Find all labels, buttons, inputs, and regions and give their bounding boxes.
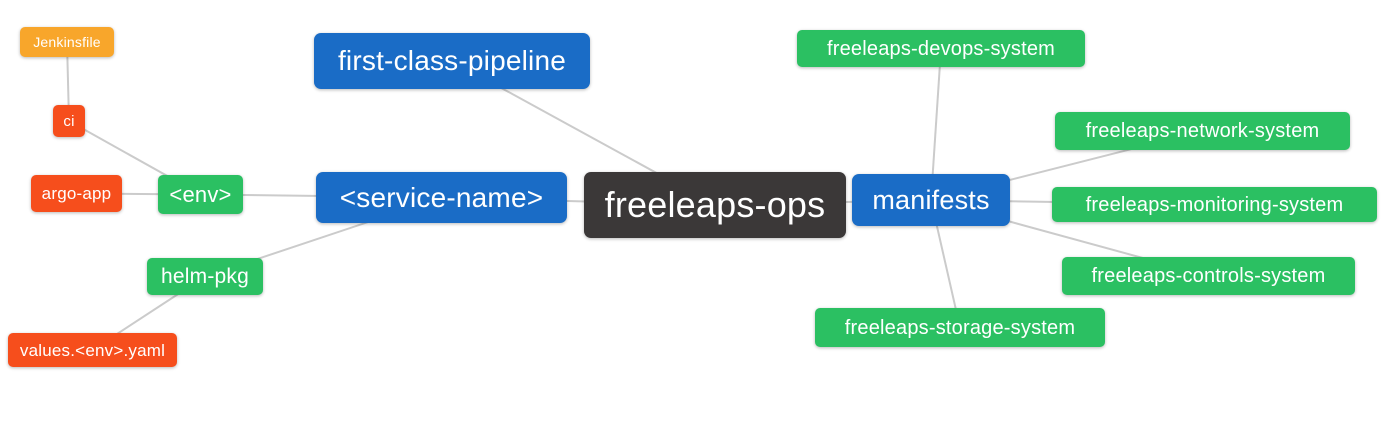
node-ci[interactable]: ci bbox=[53, 105, 85, 137]
node-jenkinsfile[interactable]: Jenkinsfile bbox=[20, 27, 114, 57]
node-freeleaps-network-system[interactable]: freeleaps-network-system bbox=[1055, 112, 1350, 150]
node-freeleaps-storage-system[interactable]: freeleaps-storage-system bbox=[815, 308, 1105, 347]
node-freeleaps-ops[interactable]: freeleaps-ops bbox=[584, 172, 846, 238]
node-env[interactable]: <env> bbox=[158, 175, 243, 214]
node-argo-app[interactable]: argo-app bbox=[31, 175, 122, 212]
node-freeleaps-monitoring-system[interactable]: freeleaps-monitoring-system bbox=[1052, 187, 1377, 222]
node-service-name[interactable]: <service-name> bbox=[316, 172, 567, 223]
node-helm-pkg[interactable]: helm-pkg bbox=[147, 258, 263, 295]
node-freeleaps-devops-system[interactable]: freeleaps-devops-system bbox=[797, 30, 1085, 67]
node-manifests[interactable]: manifests bbox=[852, 174, 1010, 226]
node-first-class-pipeline[interactable]: first-class-pipeline bbox=[314, 33, 590, 89]
node-freeleaps-controls-system[interactable]: freeleaps-controls-system bbox=[1062, 257, 1355, 295]
node-values-env-yaml[interactable]: values.<env>.yaml bbox=[8, 333, 177, 367]
